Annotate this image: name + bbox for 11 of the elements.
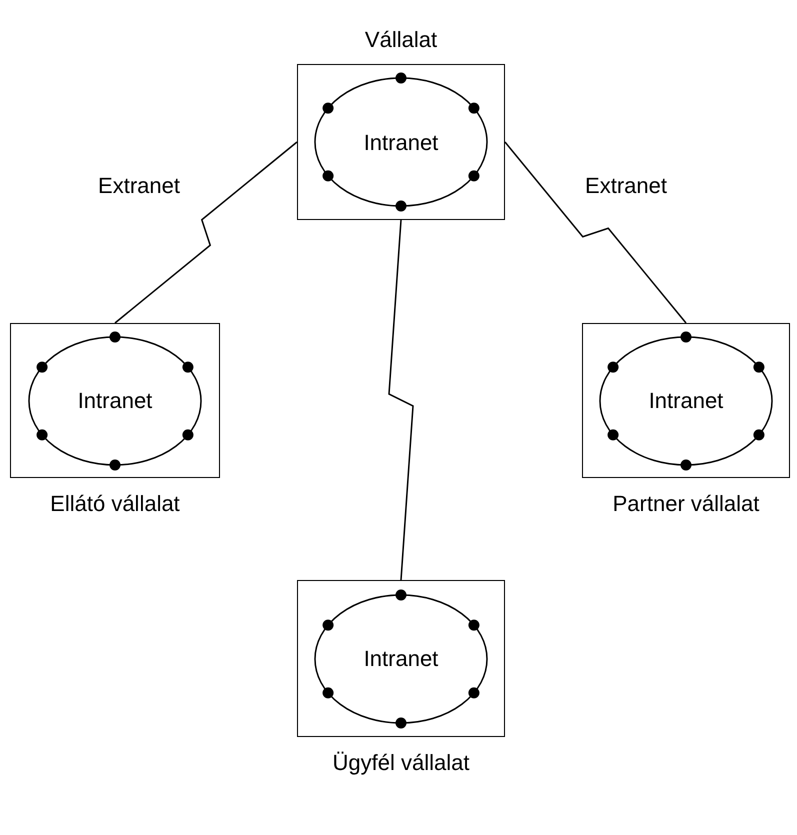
zigzag-link-line: [114, 141, 298, 324]
network-label: Intranet: [364, 645, 438, 673]
network-label: Intranet: [648, 387, 724, 415]
company-label: Vállalat: [364, 29, 438, 51]
company-label: Partner vállalat: [612, 493, 760, 515]
network-label: Intranet: [364, 128, 438, 156]
company-label: Ügyfél vállalat: [332, 752, 470, 774]
company-label: Ellátó vállalat: [50, 493, 180, 515]
network-label: Intranet: [78, 387, 152, 415]
zigzag-link-line: [388, 220, 414, 580]
zigzag-link-line: [504, 142, 687, 324]
